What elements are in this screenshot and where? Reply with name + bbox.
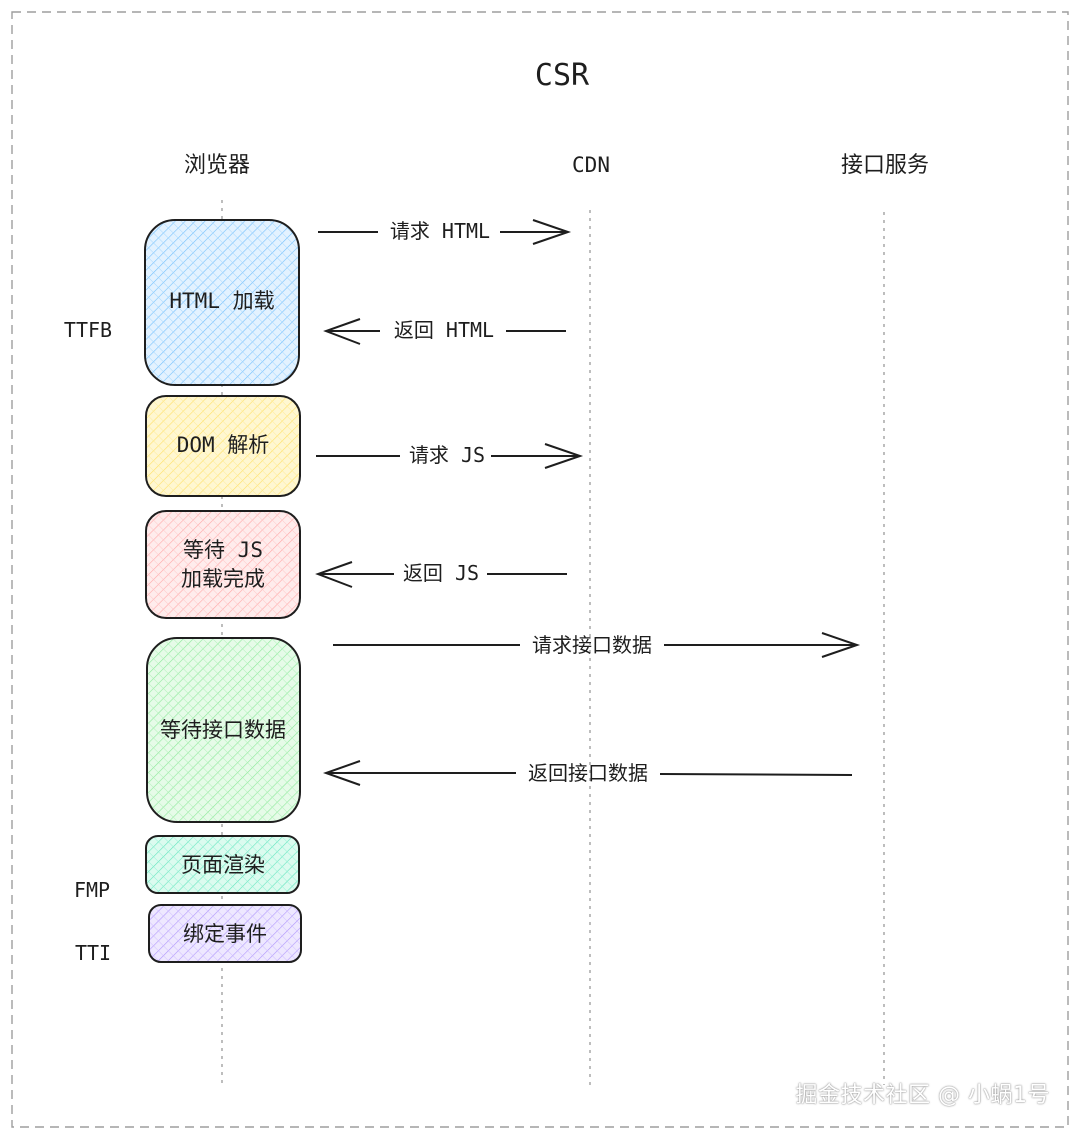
phase-wait-js: 等待 JS 加载完成	[145, 510, 301, 619]
phase-dom-parsing: DOM 解析	[145, 395, 301, 497]
message-label: 返回接口数据	[528, 761, 648, 785]
phase-page-render: 页面渲染	[145, 835, 300, 894]
phase-label: 等待接口数据	[160, 718, 286, 742]
watermark: 掘金技术社区 @ 小蜗1号	[795, 1083, 1050, 1108]
arrowhead-left	[323, 318, 361, 345]
message-label: 请求接口数据	[532, 633, 652, 657]
metric-fmp: FMP	[74, 878, 110, 902]
frame-border	[11, 11, 1069, 1128]
message-label: 请求 HTML	[390, 219, 490, 243]
message-request-html: 请求 HTML	[318, 219, 572, 245]
message-return-html: 返回 HTML	[323, 318, 566, 345]
phase-label-line1: 等待 JS	[183, 538, 263, 562]
phase-label: HTML 加载	[169, 289, 274, 313]
phase-label: 页面渲染	[181, 853, 265, 877]
lane-header-browser: 浏览器	[184, 153, 250, 178]
phase-html-loading: HTML 加载	[144, 219, 300, 386]
message-return-js: 返回 JS	[315, 561, 567, 588]
message-return-api-data: 返回接口数据	[322, 760, 853, 786]
phase-wait-api-data: 等待接口数据	[146, 637, 301, 823]
phase-bind-events: 绑定事件	[148, 904, 302, 963]
metric-ttfb: TTFB	[64, 318, 112, 342]
metric-tti: TTI	[75, 941, 111, 965]
arrowhead-right	[532, 219, 572, 245]
message-request-api-data: 请求接口数据	[333, 632, 861, 658]
phase-label: 绑定事件	[183, 922, 267, 946]
phase-label-line2: 加载完成	[181, 567, 265, 591]
message-label: 返回 HTML	[394, 318, 494, 342]
message-label: 返回 JS	[403, 561, 479, 585]
lane-header-cdn: CDN	[572, 153, 610, 177]
message-label: 请求 JS	[409, 443, 485, 467]
arrowhead-right	[544, 443, 584, 469]
phase-label: DOM 解析	[177, 433, 270, 457]
arrowhead-left	[315, 561, 353, 588]
diagram-title: CSR	[535, 58, 590, 93]
arrowhead-right	[821, 632, 861, 658]
message-request-js: 请求 JS	[316, 443, 584, 469]
lane-header-api: 接口服务	[841, 153, 929, 178]
arrowhead-left	[322, 760, 361, 786]
